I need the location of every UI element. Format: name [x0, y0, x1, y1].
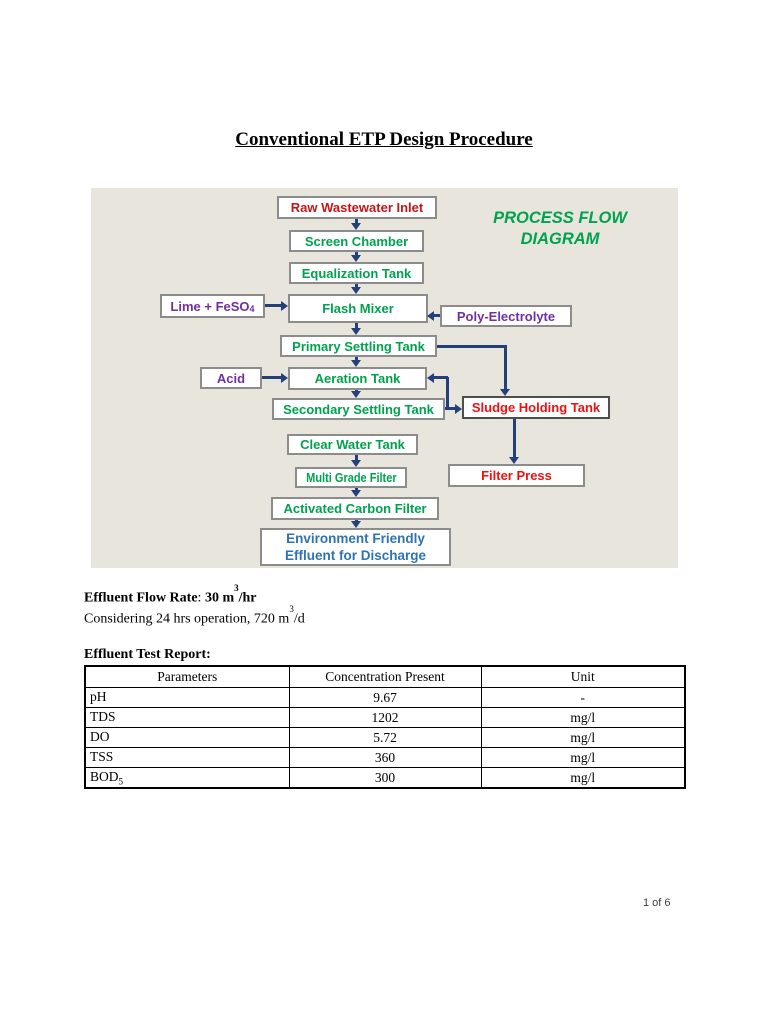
table-row: TDS 1202 mg/l — [84, 707, 686, 728]
arrow-poly-to-flash — [434, 314, 440, 317]
concentration-cell: 360 — [288, 747, 482, 768]
table-row: BOD5 300 mg/l — [84, 767, 686, 789]
node-filter-press: Filter Press — [448, 464, 585, 487]
concentration-cell: 9.67 — [288, 687, 482, 708]
arrowhead-recycle-to-aeration — [427, 373, 434, 383]
arrowhead-multigrade-to-carbon — [351, 490, 361, 497]
flow-rate-colon: : — [197, 590, 205, 606]
recycle-line-horizontal — [434, 376, 448, 379]
node-clear-water-tank: Clear Water Tank — [287, 434, 418, 455]
arrowhead-primary-to-sludge — [500, 389, 510, 396]
header-parameters: Parameters — [84, 665, 290, 688]
lime-subscript: 4 — [249, 304, 255, 314]
node-activated-carbon-filter: Activated Carbon Filter — [271, 497, 439, 520]
flow-rate-unit: /hr — [238, 590, 257, 606]
arrowhead-clear-to-multigrade — [351, 460, 361, 467]
arrow-equalization-to-flash — [355, 284, 358, 288]
diagram-heading-line1: PROCESS FLOW — [493, 209, 627, 227]
node-primary-settling-tank: Primary Settling Tank — [280, 335, 437, 357]
page-title: Conventional ETP Design Procedure — [235, 129, 533, 150]
node-acid: Acid — [200, 367, 262, 389]
concentration-cell: 1202 — [288, 707, 482, 728]
unit-cell: - — [480, 687, 686, 708]
unit-cell: mg/l — [480, 707, 686, 728]
node-raw-wastewater-inlet: Raw Wastewater Inlet — [277, 196, 437, 219]
arrowhead-screen-to-equalization — [351, 255, 361, 262]
arrowhead-raw-to-screen — [351, 223, 361, 230]
arrowhead-aeration-to-secondary — [351, 391, 361, 398]
recycle-line-vertical — [446, 377, 449, 410]
arrow-lime-to-flash — [265, 304, 282, 307]
header-concentration: Concentration Present — [288, 665, 482, 688]
page-number: 1 of 6 — [643, 897, 671, 909]
arrow-sludge-to-filterpress — [513, 419, 516, 457]
considering-text: Considering 24 hrs operation, 720 m — [84, 611, 290, 627]
node-flash-mixer: Flash Mixer — [288, 294, 428, 323]
arrow-screen-to-equalization — [355, 252, 358, 256]
arrow-multigrade-to-carbon — [355, 488, 358, 491]
arrowhead-flash-to-primary — [351, 328, 361, 335]
arrow-clear-to-multigrade — [355, 455, 358, 461]
diagram-heading: PROCESS FLOW DIAGRAM — [475, 208, 645, 250]
concentration-cell: 5.72 — [288, 727, 482, 748]
param-cell: BOD5 — [84, 767, 290, 789]
diagram-heading-line2: DIAGRAM — [520, 230, 600, 248]
effluent-line1: Environment Friendly — [286, 531, 425, 546]
considering-line: Considering 24 hrs operation, 720 m3/d — [84, 604, 305, 628]
arrowhead-acid-to-aeration — [281, 373, 288, 383]
flow-rate-superscript: 3 — [234, 583, 239, 593]
arrow-acid-to-aeration — [262, 376, 282, 379]
effluent-test-report-label: Effluent Test Report: — [84, 647, 211, 662]
table-row: TSS 360 mg/l — [84, 747, 686, 768]
table-header-row: Parameters Concentration Present Unit — [84, 665, 686, 688]
arrowhead-equalization-to-flash — [351, 287, 361, 294]
primary-to-sludge-vertical — [504, 345, 507, 389]
considering-unit: /d — [293, 611, 305, 627]
node-aeration-tank: Aeration Tank — [288, 367, 427, 390]
node-multi-grade-filter: Multi Grade Filter — [295, 467, 407, 488]
arrow-secondary-to-sludge — [445, 407, 456, 410]
lime-label: Lime + FeSO — [170, 298, 250, 314]
table-row: pH 9.67 - — [84, 687, 686, 708]
param-cell: TSS — [84, 747, 290, 768]
multi-grade-filter-label: Multi Grade Filter — [305, 470, 397, 485]
table-row: DO 5.72 mg/l — [84, 727, 686, 748]
node-equalization-tank: Equalization Tank — [289, 262, 424, 284]
arrowhead-secondary-to-sludge — [455, 404, 462, 414]
primary-to-sludge-horizontal — [437, 345, 507, 348]
process-flow-diagram: PROCESS FLOW DIAGRAM Raw Wastewater Inle… — [91, 188, 678, 568]
node-secondary-settling-tank: Secondary Settling Tank — [272, 398, 445, 420]
param-cell: DO — [84, 727, 290, 748]
node-screen-chamber: Screen Chamber — [289, 230, 424, 252]
node-environment-friendly-effluent: Environment Friendly Effluent for Discha… — [260, 528, 451, 566]
arrowhead-sludge-to-filterpress — [509, 457, 519, 464]
param-cell: pH — [84, 687, 290, 708]
flow-rate-value: 30 m — [204, 590, 235, 606]
unit-cell: mg/l — [480, 747, 686, 768]
arrow-raw-to-screen — [355, 219, 358, 224]
arrow-flash-to-primary — [355, 323, 358, 329]
unit-cell: mg/l — [480, 767, 686, 789]
unit-cell: mg/l — [480, 727, 686, 748]
node-sludge-holding-tank: Sludge Holding Tank — [462, 396, 610, 419]
considering-superscript: 3 — [289, 604, 294, 614]
arrowhead-lime-to-flash — [281, 301, 288, 311]
header-unit: Unit — [480, 665, 686, 688]
effluent-test-report-table: Parameters Concentration Present Unit pH… — [84, 665, 686, 789]
effluent-line2: Effluent for Discharge — [284, 548, 427, 563]
node-poly-electrolyte: Poly-Electrolyte — [440, 305, 572, 327]
arrowhead-carbon-to-effluent — [351, 521, 361, 528]
flow-rate-label: Effluent Flow Rate — [84, 590, 198, 606]
effluent-flow-rate-line: Effluent Flow Rate: 30 m3/hr — [84, 583, 257, 607]
param-cell: TDS — [84, 707, 290, 728]
arrow-primary-to-aeration — [355, 357, 358, 361]
arrowhead-poly-to-flash — [427, 311, 434, 321]
arrowhead-primary-to-aeration — [351, 360, 361, 367]
concentration-cell: 300 — [288, 767, 482, 789]
